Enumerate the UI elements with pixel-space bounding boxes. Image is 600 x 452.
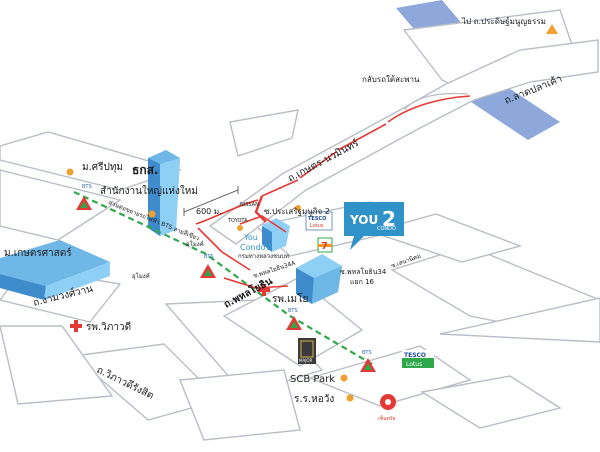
tesco-big-top: TESCO — [404, 352, 426, 359]
poi-prasert — [295, 205, 301, 211]
poi-hor-wang — [346, 394, 354, 402]
kasetsart-building — [0, 240, 110, 300]
kasetsart-label: ม.เกษตรศาสตร์ — [4, 247, 72, 259]
mayo-label: รพ.เมโย — [272, 292, 308, 305]
soi-34-label-b: แยก 16 — [350, 278, 375, 286]
tesco-big-bottom: Lotus — [406, 361, 422, 368]
you-condo1-label-b: Condo1 — [240, 243, 271, 252]
poi-bank — [148, 210, 156, 218]
major-sign: MAJOR — [298, 338, 316, 364]
destination-marker-icon — [546, 24, 558, 34]
soi-34-label-a: ซ.พหลโยธิน34 — [340, 267, 387, 276]
tesco-lotus-sign-small: TESCO Lotus — [305, 211, 333, 231]
vibhavadi-hosp-label: รพ.วิภาวดี — [86, 321, 131, 333]
under-pass-label-1: อุโมงค์ — [186, 240, 204, 248]
soi-34a-label: ซ.พหลโยธิน34A — [252, 258, 297, 279]
nissan-label: NISSAN — [240, 202, 259, 208]
distance-bracket — [183, 186, 239, 216]
seven-eleven-sign: 7 — [317, 237, 333, 253]
sripatum-label: ม.ศรีปทุม — [82, 161, 123, 173]
toyota-label: TOYOTA — [227, 218, 248, 224]
route — [195, 95, 471, 289]
poi-sripatum — [66, 168, 74, 176]
bts-label-4: BTS — [362, 350, 372, 356]
tesco-small-bottom: Lotus — [310, 223, 324, 229]
bts-station-icon-4 — [360, 358, 376, 372]
you-condo1-label-a: You — [243, 233, 258, 242]
bts-label-1: BTS — [82, 184, 92, 190]
bank-hq-label: สำนักงานใหญ่แห่งใหม่ — [100, 185, 198, 197]
hor-wang-label: ร.ร.หอวัง — [294, 394, 334, 405]
badge-sub: CONDO — [377, 226, 396, 232]
under-pass-label-2: อุโมงค์ — [132, 272, 150, 280]
poi-you-condo1 — [237, 225, 243, 231]
bts-station-icon-2 — [200, 264, 216, 278]
seven-label: 7 — [321, 241, 328, 252]
dept-transport-label: กรมทางหลวงชนบท — [238, 253, 289, 260]
tesco-small-top: TESCO — [308, 216, 326, 222]
central-logo-icon — [380, 394, 396, 410]
soi-prasert-label: ซ.ประเสริฐมนูกิจ 2 — [264, 207, 330, 217]
hospital-icon-mayo — [258, 284, 270, 296]
bts-station-icon-3 — [286, 316, 302, 330]
hospital-icon-vibhavadi — [70, 320, 82, 332]
u-turn-ramp — [403, 92, 469, 111]
to-pracha-label: ไป ถ.ประดิษฐ์มนูญธรรม — [461, 16, 546, 27]
bts-label-3: BTS — [288, 308, 298, 314]
central-label: เซ็นทรัล — [378, 414, 396, 422]
kaset-nawamin-road — [208, 39, 599, 245]
bts-green-line — [73, 191, 373, 365]
poi-scb — [340, 374, 348, 382]
scb-label: SCB Park — [290, 374, 335, 385]
you-condo2-badge: YOU CONDO 2 — [344, 202, 404, 250]
u-turn-label: กลับรถใต้สะพาน — [362, 75, 420, 84]
badge-num: 2 — [382, 207, 396, 231]
bank-label: ธกส. — [132, 163, 158, 177]
badge-top: YOU — [349, 213, 378, 227]
tesco-lotus-sign: TESCO Lotus — [402, 350, 434, 368]
major-label: MAJOR — [299, 358, 313, 363]
you-condo2-building — [296, 254, 342, 304]
bts-station-icon-1 — [76, 196, 92, 210]
distance-label: 600 ม. — [196, 207, 222, 216]
bts-label-2: BTS — [204, 254, 214, 260]
you-condo1-building — [262, 218, 290, 252]
